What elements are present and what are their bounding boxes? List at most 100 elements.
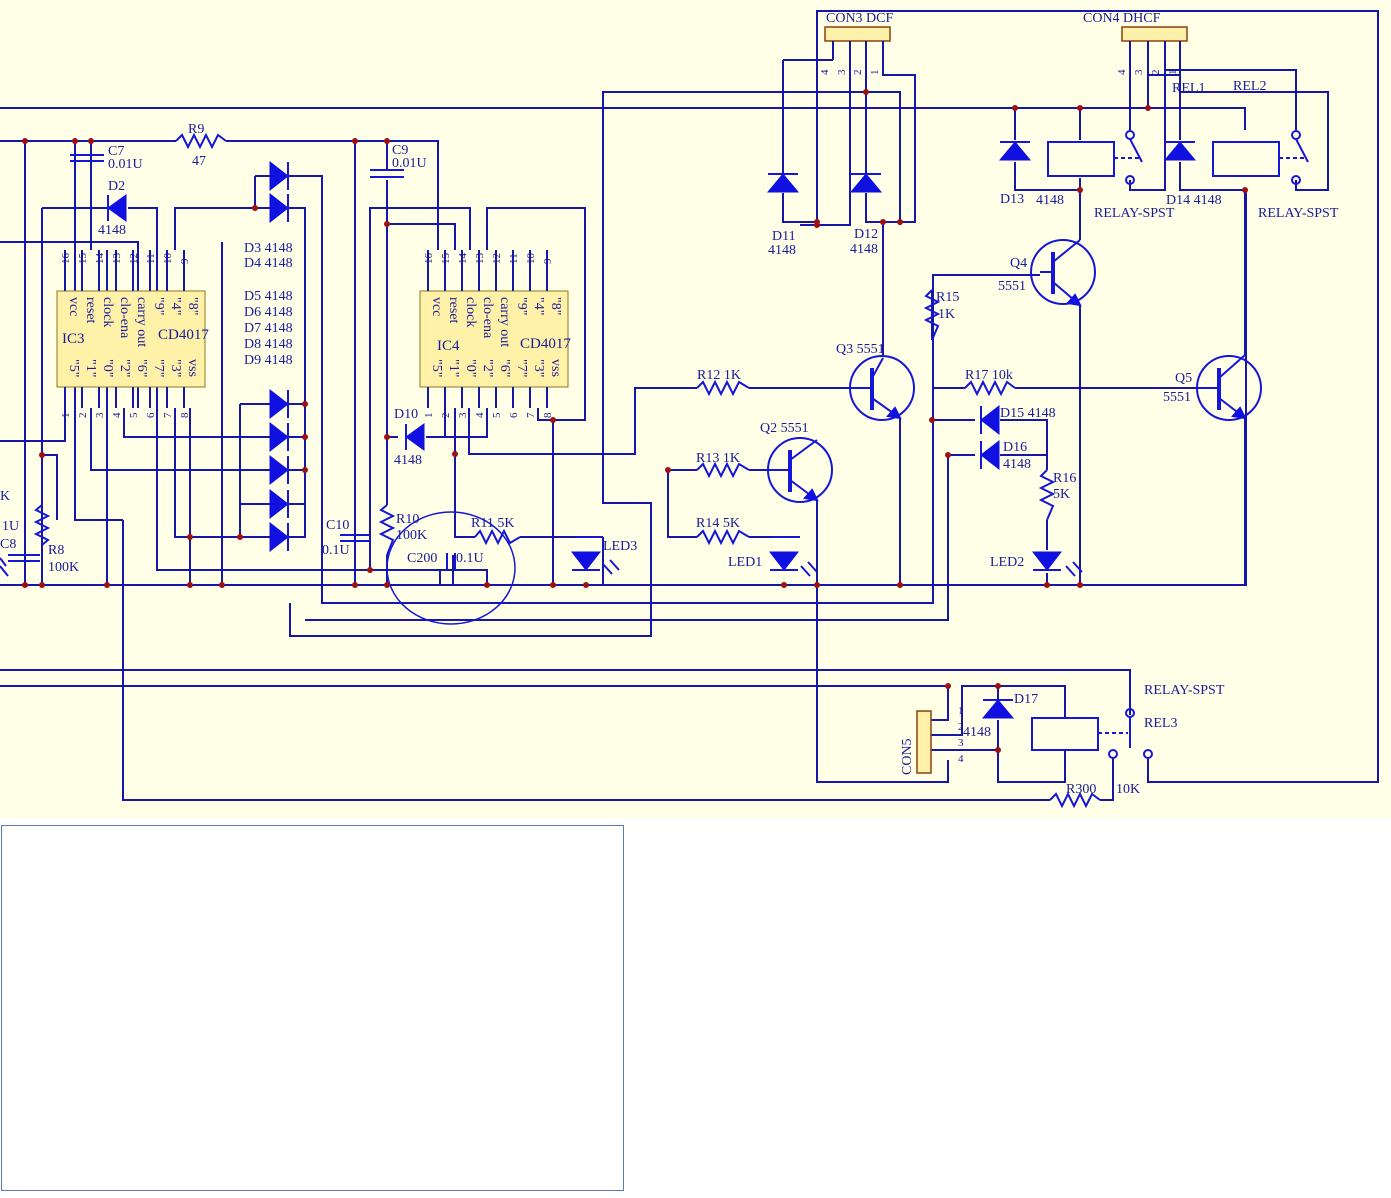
ic4-top-pin-12: 12	[491, 253, 503, 264]
con3-pin-3: 3	[836, 69, 848, 75]
label-q4-value: 5551	[998, 279, 1026, 294]
ic4-bottom-pin-8: 8	[542, 412, 554, 418]
label-led3: LED3	[603, 539, 637, 554]
label-d2-value: 4148	[98, 223, 126, 238]
ic4-top-pin-14: 14	[457, 253, 469, 265]
ic4-bottom-pin-6: 6	[508, 412, 520, 418]
ic3-pin-name-bottom: vss	[185, 359, 200, 377]
wires	[0, 10, 1379, 801]
r10-resistor	[378, 504, 396, 556]
con3-connector	[824, 26, 891, 42]
d7-diode	[269, 454, 289, 486]
con4-pin-3: 3	[1133, 69, 1145, 75]
label-d8: D8 4148	[244, 337, 293, 352]
label-cut-1u: 1U	[2, 519, 19, 534]
ic3-top-pin-9: 9	[179, 258, 191, 264]
label-d16: D16	[1003, 440, 1027, 455]
ic3-bottom-pin-1: 1	[60, 413, 72, 419]
ic3-bottom-pin-7: 7	[162, 412, 174, 418]
r11-resistor	[474, 528, 521, 546]
ic3-pin-name-bottom: "3"	[168, 359, 183, 377]
led3-diode	[570, 536, 620, 575]
d16-diode	[980, 439, 1000, 471]
schematic-background	[0, 0, 1391, 818]
diodes	[0, 141, 1197, 719]
label-d11-value: 4148	[768, 243, 796, 258]
ic3-top-pin-13: 13	[111, 253, 123, 265]
label-c8: C8	[0, 537, 16, 552]
ic4-pin-name-bottom: "0"	[463, 359, 478, 377]
label-con5: CON5	[900, 738, 915, 775]
ic3-pin-name-bottom: "0"	[100, 359, 115, 377]
r14-resistor	[696, 528, 750, 546]
label-d2: D2	[108, 179, 125, 194]
label-q2: Q2 5551	[760, 421, 809, 436]
ic4-ref: IC4	[437, 338, 460, 354]
r16-resistor	[1038, 469, 1056, 521]
ic4-bottom-pin-1: 1	[423, 413, 435, 419]
led-partial-left	[0, 557, 9, 577]
d2-diode	[107, 194, 127, 222]
ic3-top-pin-12: 12	[128, 253, 140, 264]
ic4-pin-name-bottom: "3"	[531, 359, 546, 377]
ic3-body	[56, 290, 206, 388]
ic3-pin-name-bottom: "1"	[83, 359, 98, 377]
blank-panel	[1, 825, 624, 1191]
con5-connector	[916, 710, 932, 774]
ic4-pin-name-top: carry out	[497, 297, 512, 347]
d8-diode	[269, 488, 289, 520]
ic3-top-pin-11: 11	[145, 253, 157, 264]
ic3-pin-name-top: clo-ena	[117, 297, 132, 339]
ic4-bottom-pin-5: 5	[491, 412, 503, 418]
r12-resistor	[696, 379, 750, 397]
ic4-pin-name-top: reset	[446, 297, 461, 324]
ic4-pin-name-bottom: "5"	[429, 359, 444, 377]
label-r10-value: 100K	[396, 528, 427, 543]
label-relay-rel1: RELAY-SPST	[1094, 206, 1175, 221]
r13-resistor	[696, 461, 750, 479]
label-d6: D6 4148	[244, 305, 293, 320]
ic3-bottom-pin-8: 8	[179, 412, 191, 418]
ic4-bottom-pin-2: 2	[440, 413, 452, 419]
label-d3: D3 4148	[244, 241, 293, 256]
con3-pin-1: 1	[869, 70, 881, 76]
r9-resistor	[175, 132, 227, 150]
ic3-pin-name-top: carry out	[134, 297, 149, 347]
ic4-body	[419, 290, 569, 388]
d9-diode	[269, 521, 289, 553]
label-d13-value: 4148	[1036, 193, 1064, 208]
labels: C7 0.01U R9 47 C9 0.01U D2 4148 D3 4148 …	[0, 11, 1339, 797]
ic3-pin-name-top: "9"	[151, 297, 166, 315]
ic3-pin-name-top: reset	[83, 297, 98, 324]
label-q4: Q4	[1010, 256, 1027, 271]
label-c7: C7	[108, 144, 124, 159]
ic4-pin-name-bottom: "2"	[480, 359, 495, 377]
d6-diode	[269, 421, 289, 453]
label-r300: R300	[1066, 782, 1096, 797]
d4-diode	[269, 192, 289, 224]
label-r8-value: 100K	[48, 560, 79, 575]
ic3-top-pin-16: 16	[60, 253, 72, 265]
label-d14: D14 4148	[1166, 193, 1222, 208]
con3-pin-2: 2	[852, 70, 864, 76]
junctions	[22, 89, 1248, 753]
label-r15: R15	[936, 290, 959, 305]
label-c200: C200	[407, 551, 437, 566]
label-q5: Q5	[1175, 371, 1192, 386]
label-d13: D13	[1000, 192, 1024, 207]
label-r16: R16	[1053, 471, 1076, 486]
led1-diode	[768, 536, 818, 577]
con4-pin-4: 4	[1116, 69, 1128, 75]
label-d17: D17	[1014, 692, 1038, 707]
c200-highlight-circle	[386, 511, 516, 625]
ic3-ref: IC3	[62, 331, 85, 347]
label-cut-k: K	[0, 489, 10, 504]
ic4-pin-name-top: "4"	[531, 297, 546, 315]
ic3-pin-name-top: vcc	[66, 297, 81, 316]
r15-resistor	[923, 289, 941, 341]
label-c10: C10	[326, 518, 349, 533]
d14-diode	[1163, 141, 1197, 161]
connectors	[783, 26, 1188, 774]
ic4-top-pin-16: 16	[423, 253, 435, 265]
